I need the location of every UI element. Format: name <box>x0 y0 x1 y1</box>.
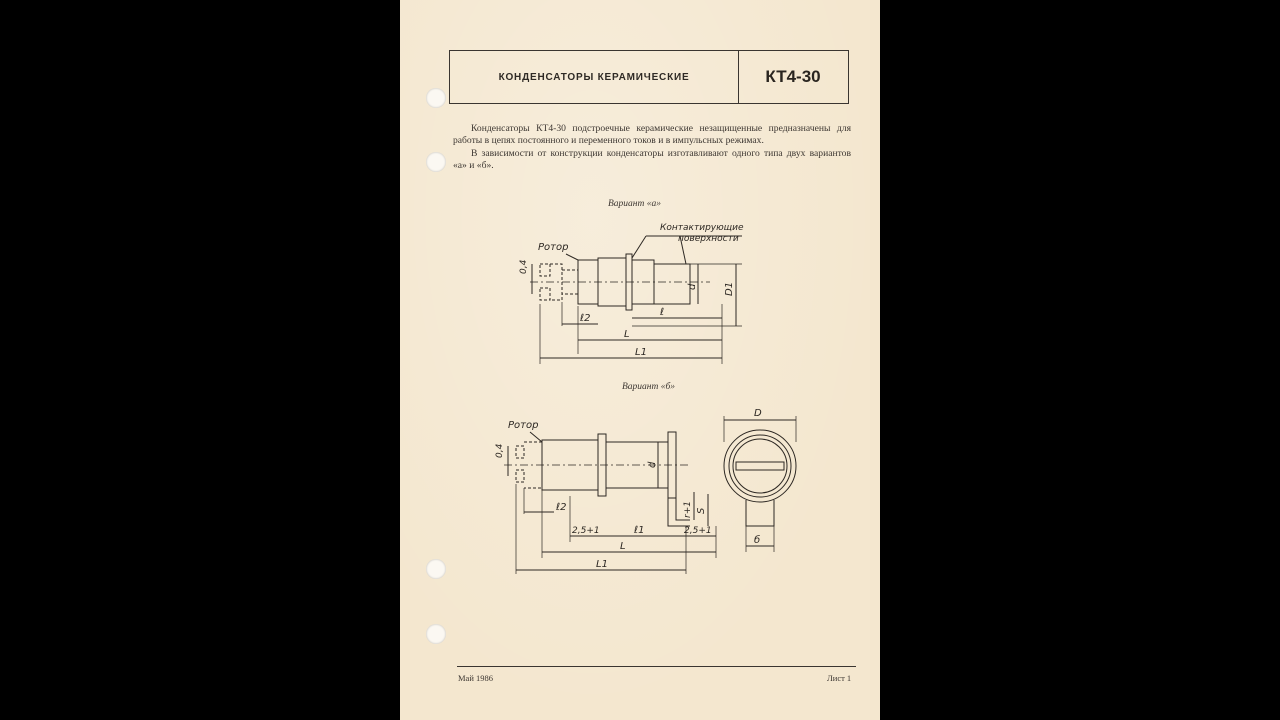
binder-hole <box>426 152 446 172</box>
variant-b-title: Вариант «б» <box>622 382 676 392</box>
end-view-slot <box>735 461 785 471</box>
dim-d-label: d <box>687 283 698 290</box>
intro-paragraph-1: Конденсаторы КТ4-30 подстроечные керамич… <box>453 123 851 147</box>
dim-L-label: L <box>624 329 630 340</box>
footer-date: Май 1986 <box>458 673 494 683</box>
contact-leader <box>679 235 687 265</box>
dim-b-label: б <box>754 534 760 546</box>
dim-l2-label: ℓ2 <box>580 313 591 324</box>
rotor-slot-outline <box>539 263 551 301</box>
dim-l2-label: ℓ2 <box>556 502 567 513</box>
dim-D-label: D <box>754 408 762 419</box>
dim-S-label: S <box>696 507 707 514</box>
dim-25-left-label: 2,5+1 <box>572 526 600 536</box>
rotor-label: Ротор <box>538 242 568 253</box>
dim-r-label: r+1 <box>683 501 693 518</box>
end-view-inner <box>732 438 788 494</box>
rotor-leader <box>565 253 579 261</box>
bent-lead <box>667 498 690 527</box>
contact-label-line2: поверхности <box>678 234 739 244</box>
contact-label-line1: Контактирующие <box>660 223 744 233</box>
end-view-lead <box>745 500 775 527</box>
dim-L-label: L <box>620 541 626 552</box>
end-view-rim <box>728 434 792 498</box>
dim-04-label: 0,4 <box>495 443 505 458</box>
variant-a-title: Вариант «а» <box>608 199 662 209</box>
dim-d-label: d <box>647 461 658 468</box>
document-title: КОНДЕНСАТОРЫ КЕРАМИЧЕСКИЕ <box>498 71 690 83</box>
intro-text: Конденсаторы КТ4-30 подстроечные керамич… <box>453 123 851 172</box>
end-view-outer <box>723 429 797 503</box>
title-block: КОНДЕНСАТОРЫ КЕРАМИЧЕСКИЕ КТ4-30 <box>449 50 849 104</box>
binder-hole <box>426 624 446 644</box>
dim-D1-label: D1 <box>724 282 735 296</box>
footer-sheet: Лист 1 <box>827 673 852 683</box>
binder-hole <box>426 559 446 579</box>
footer-rule <box>457 666 856 667</box>
binder-hole <box>426 88 446 108</box>
rotor-slot-outline <box>515 445 525 483</box>
variant-b-drawing: Ротор 0,4 d r+1 S ℓ2 2,5+1 ℓ1 2,5+1 <box>495 408 797 574</box>
contact-leader <box>631 235 647 259</box>
rotor-label: Ротор <box>508 420 538 431</box>
dim-l1-label: ℓ1 <box>634 525 645 536</box>
dim-04-label: 0,4 <box>519 259 529 274</box>
dim-L1-label: L1 <box>596 559 608 570</box>
dim-L1-label: L1 <box>635 347 647 358</box>
document-page: КОНДЕНСАТОРЫ КЕРАМИЧЕСКИЕ КТ4-30 Конденс… <box>400 0 880 720</box>
component-code: КТ4-30 <box>765 67 821 86</box>
intro-paragraph-2: В зависимости от конструкции конденсатор… <box>453 147 851 171</box>
dim-l-label: ℓ <box>660 307 664 318</box>
title-block-divider <box>738 51 739 103</box>
rotor-leader <box>529 431 543 443</box>
stator-segment <box>653 263 691 305</box>
variant-a-drawing: Ротор Контактирующие поверхности 0,4 d D… <box>519 223 744 364</box>
dim-25-right-label: 2,5+1 <box>684 526 712 536</box>
